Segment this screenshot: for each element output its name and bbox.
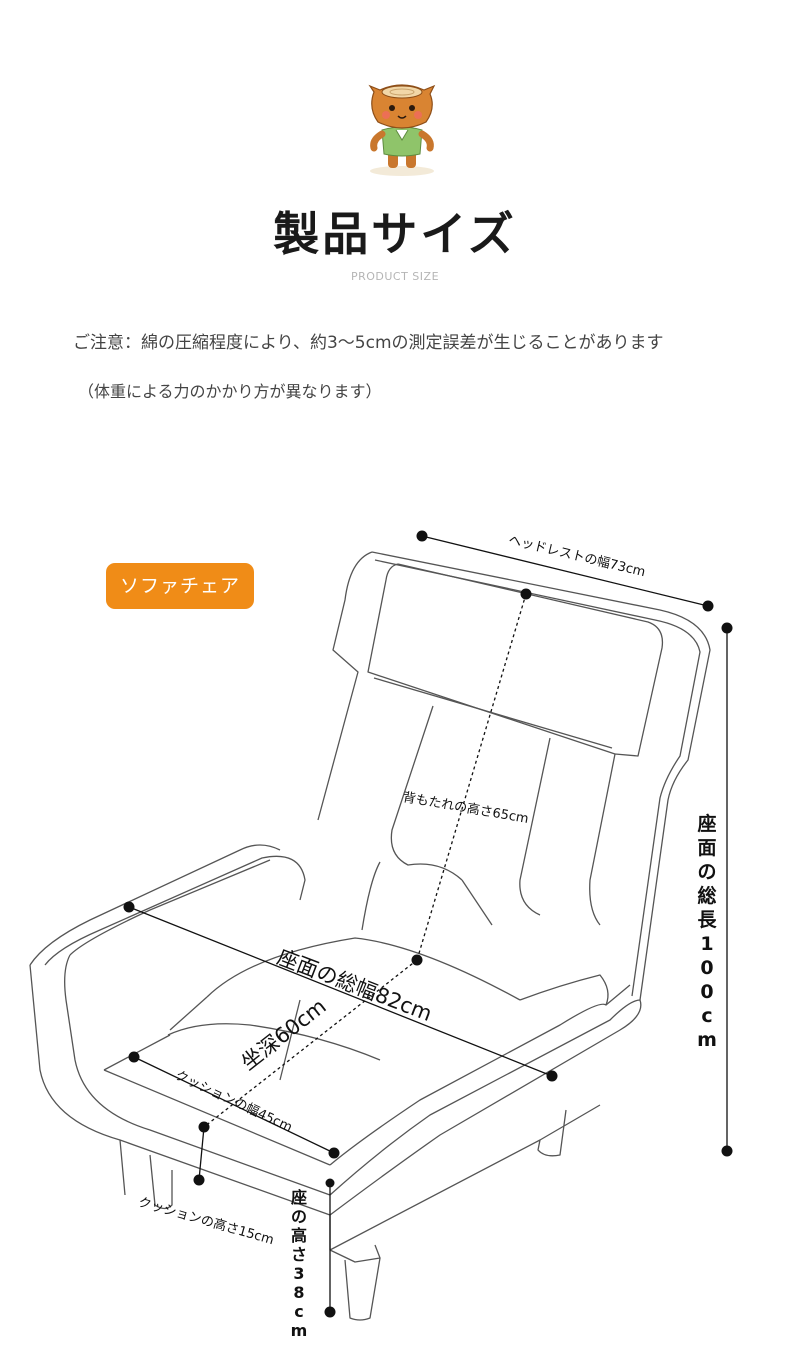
cushion-height-line <box>198 1126 205 1181</box>
seat-total-length-label: 座 面 の 総 長 1 0 0 c m <box>697 813 717 1051</box>
caution-note-detail: （体重による力のかかり方が異なります） <box>78 382 382 401</box>
cushion-width-label: クッションの幅45cm <box>173 1068 295 1135</box>
dimension-lines <box>128 535 728 1312</box>
seat-width-line <box>128 906 553 1077</box>
seat-height-label: 座 の 高 さ 3 8 c m <box>290 1188 308 1340</box>
caution-note: ご注意：綿の圧縮程度により、約3〜5cmの測定誤差が生じることがあります <box>73 333 664 353</box>
page-title: 製品サイズ <box>273 207 517 261</box>
cushion-height-label: クッションの高さ15cm <box>136 1194 275 1248</box>
backrest-height-line <box>416 593 527 961</box>
backrest-height-label: 背もたれの高さ65cm <box>402 789 530 827</box>
mascot-icon <box>368 84 436 176</box>
cushion-width-line <box>133 1056 335 1154</box>
page-subtitle: PRODUCT SIZE <box>350 270 440 283</box>
chair-outline <box>29 551 711 1321</box>
headrest-width-line <box>421 535 709 607</box>
headrest-width-label: ヘッドレストの幅73cm <box>507 533 647 580</box>
sofa-chair-diagram: ヘッドレストの幅73cm 背もたれの高さ65cm 座面の総幅82cm 坐深60c… <box>29 530 733 1321</box>
dimension-points <box>123 530 733 1318</box>
product-type-badge: ソファチェア <box>106 563 254 609</box>
